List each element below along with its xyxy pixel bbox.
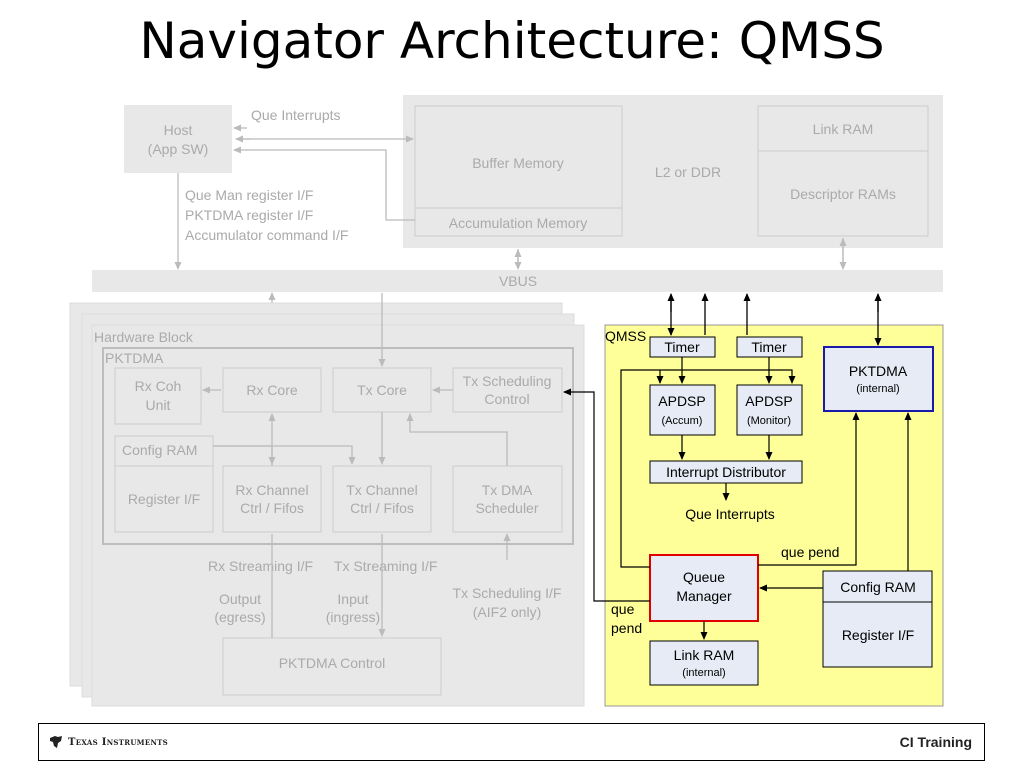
tx-dma-scheduler-label-1: Tx DMA [482,482,533,498]
svg-text:Link RAM: Link RAM [674,647,735,663]
qmss-label: QMSS [605,328,646,344]
tx-streaming-label: Tx Streaming I/F [334,558,437,574]
ti-logo: Texas Instruments [49,735,168,749]
que-interrupts-qmss-label: Que Interrupts [685,506,775,522]
buffer-memory-label: Buffer Memory [472,155,564,171]
host-if-label-2: PKTDMA register I/F [185,207,313,223]
svg-text:(Accum): (Accum) [662,415,703,427]
host-if-label-3: Accumulator command I/F [185,227,348,243]
tx-sched-control-label-2: Control [484,391,529,407]
timer-1: Timer [649,336,716,358]
que-pend-label-2b: pend [611,620,642,636]
qmss-arrows [563,357,912,640]
svg-text:APDSP: APDSP [658,393,705,409]
accumulation-memory-label: Accumulation Memory [449,215,588,231]
svg-text:VBUS: VBUS [499,273,537,289]
svg-text:Register I/F: Register I/F [842,627,914,643]
tx-sched-if-label-2: (AIF2 only) [473,604,541,620]
descriptor-rams-label: Descriptor RAMs [790,186,896,202]
host-box: Host (App SW) [124,105,232,173]
link-ram-ext-label: Link RAM [813,121,874,137]
svg-text:Timer: Timer [751,339,787,355]
svg-text:(internal): (internal) [856,383,899,395]
interrupt-distributor: Interrupt Distributor [649,460,803,484]
svg-text:Host: Host [164,122,193,138]
svg-text:(App SW): (App SW) [148,141,209,157]
register-if-hw-label: Register I/F [128,491,200,507]
svg-text:APDSP: APDSP [745,393,792,409]
tx-core-label: Tx Core [357,382,407,398]
svg-text:(Monitor): (Monitor) [747,415,791,427]
rx-core-label: Rx Core [246,382,298,398]
config-ram-hw-label: Config RAM [122,442,197,458]
slide-title: Navigator Architecture: QMSS [139,12,885,70]
vbus-bar: VBUS [92,270,943,292]
host-memory-arrows [174,124,847,270]
svg-text:Timer: Timer [664,339,700,355]
input-label-2: (ingress) [326,609,380,625]
svg-text:Config RAM: Config RAM [840,579,915,595]
pktdma-hw-label: PKTDMA [105,350,164,366]
tx-channel-label-1: Tx Channel [346,482,418,498]
svg-text:Manager: Manager [676,588,732,604]
ti-brand-text: Texas Instruments [68,736,169,748]
que-pend-label-2a: que [611,601,635,617]
hw-inner-boxes [114,367,563,696]
svg-text:PKTDMA: PKTDMA [849,363,908,379]
l2-ddr-label: L2 or DDR [655,164,721,180]
footer-bar: Texas Instruments CI Training [38,723,985,761]
pktdma-internal: PKTDMA (internal) [823,346,934,412]
rx-channel-label-1: Rx Channel [235,482,308,498]
input-label-1: Input [337,591,368,607]
rx-coh-unit-label-1: Rx Coh [135,378,182,394]
hardware-block-label: Hardware Block [94,329,194,345]
tx-sched-control-label-1: Tx Scheduling [463,373,552,389]
config-ram-qmss: Config RAM Register I/F [822,570,933,668]
svg-text:Queue: Queue [683,569,725,585]
que-interrupts-top-label: Que Interrupts [251,107,341,123]
qmss-vbus-arrows [667,293,882,346]
timer-2: Timer [736,336,803,358]
rx-channel-label-2: Ctrl / Fifos [240,500,304,516]
pktdma-control-label: PKTDMA Control [279,655,386,671]
ti-state-icon [50,736,62,748]
svg-text:Interrupt Distributor: Interrupt Distributor [666,464,786,480]
apdsp-monitor: APDSP (Monitor) [736,384,803,436]
output-label-2: (egress) [214,609,265,625]
memory-region [403,95,943,248]
tx-sched-if-label-1: Tx Scheduling I/F [453,585,562,601]
rx-streaming-label: Rx Streaming I/F [208,558,313,574]
queue-manager: Queue Manager [649,554,759,622]
tx-dma-scheduler-label-2: Scheduler [475,500,538,516]
link-ram-internal: Link RAM (internal) [649,640,759,686]
apdsp-accum: APDSP (Accum) [649,384,716,436]
hw-arrows [202,292,511,638]
pktdma-hw-frame [102,347,574,545]
svg-text:(internal): (internal) [682,667,725,679]
host-if-label-1: Que Man register I/F [185,187,313,203]
output-label-1: Output [219,591,261,607]
rx-coh-unit-label-2: Unit [146,397,171,413]
que-pend-label-1: que pend [781,544,839,560]
tx-channel-label-2: Ctrl / Fifos [350,500,414,516]
footer-ci-training: CI Training [899,734,972,750]
